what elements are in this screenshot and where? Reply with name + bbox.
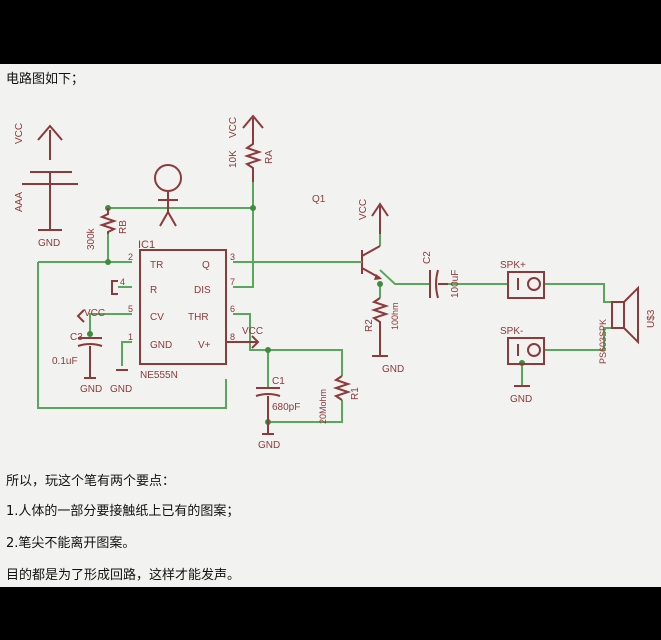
svg-text:GND: GND [110, 384, 132, 395]
svg-text:2: 2 [128, 252, 133, 262]
svg-text:C2: C2 [422, 251, 433, 264]
svg-text:8: 8 [230, 332, 235, 342]
svg-text:100hm: 100hm [390, 302, 400, 330]
svg-text:TR: TR [150, 260, 163, 271]
wire-feedback-loop [37, 262, 227, 409]
speaker-icon: PS603SPK U$3 [598, 285, 657, 364]
note-line-4: 目的都是为了形成回路，这样才能发声。 [6, 568, 241, 583]
capacitor-c1-resistor-r1: C1 680pF GND 20Mohm R1 [255, 375, 361, 451]
svg-text:THR: THR [188, 312, 209, 323]
svg-text:GND: GND [80, 384, 102, 395]
svg-text:7: 7 [230, 277, 235, 287]
person-icon [154, 164, 182, 227]
wire-node-r1 [268, 349, 343, 376]
svg-text:SPK+: SPK+ [500, 260, 526, 271]
wire-pin1-gnd [121, 341, 132, 366]
svg-text:C1: C1 [272, 376, 285, 387]
heading-text: 电路图如下； [6, 72, 85, 87]
svg-text:0.1uF: 0.1uF [52, 356, 78, 367]
svg-text:R: R [150, 285, 157, 296]
svg-text:C3: C3 [70, 332, 83, 343]
capacitor-c3: VCC C3 0.1uF GND GND [52, 308, 132, 395]
svg-text:5: 5 [128, 304, 133, 314]
svg-text:20Mohm: 20Mohm [318, 389, 328, 424]
wire-spkp-u3 [544, 283, 612, 303]
note-line-1: 所以，玩这个笔有两个要点： [6, 474, 176, 489]
wire-pin6 [233, 313, 268, 351]
wire-pin5-c3 [89, 313, 132, 334]
transistor-q1: Q1 VCC [312, 194, 389, 280]
wire-r1-bottom [268, 400, 343, 423]
svg-text:6: 6 [230, 304, 235, 314]
svg-text:SPK-: SPK- [500, 326, 523, 337]
screenshot-card: 电路图如下； [0, 64, 661, 587]
svg-text:Q1: Q1 [312, 194, 326, 205]
svg-text:680pF: 680pF [272, 402, 300, 413]
svg-text:10K: 10K [228, 150, 239, 168]
svg-text:PS603SPK: PS603SPK [598, 319, 608, 364]
svg-text:4: 4 [120, 277, 125, 287]
resistor-ra: VCC 10K RA [228, 114, 275, 182]
svg-text:IC1: IC1 [138, 239, 155, 251]
wires [37, 182, 612, 423]
note-line-3: 2.笔尖不能离开图案。 [6, 536, 136, 551]
wire-top-rail [108, 182, 254, 209]
vcc-label: VCC [14, 123, 25, 144]
svg-text:U$3: U$3 [646, 309, 657, 328]
wire-spkm-u3 [544, 327, 612, 351]
svg-text:VCC: VCC [358, 199, 369, 220]
svg-text:Q: Q [202, 260, 210, 271]
ic-ne555: IC1 TR Q R DIS CV THR GND V+ NE555N 2 3 … [111, 239, 263, 381]
svg-text:DIS: DIS [194, 285, 211, 296]
svg-text:VCC: VCC [84, 308, 105, 319]
battery: VCC AAA GND [14, 123, 78, 249]
svg-text:V+: V+ [198, 340, 211, 351]
resistor-rb: 300k RB [86, 208, 129, 250]
wire-ra-pin7 [233, 208, 254, 288]
svg-text:GND: GND [382, 364, 404, 375]
svg-text:3: 3 [230, 252, 235, 262]
svg-text:CV: CV [150, 312, 164, 323]
gnd-label: GND [38, 238, 60, 249]
circuit-schematic: VCC AAA GND 300k RB VCC 10K RA IC1 TR [14, 114, 657, 451]
svg-text:VCC: VCC [228, 117, 239, 138]
svg-text:VCC: VCC [242, 326, 263, 337]
note-line-2: 1.人体的一部分要接触纸上已有的图案； [6, 504, 240, 519]
capacitor-c2: C2 100uF [422, 251, 461, 299]
svg-text:300k: 300k [86, 227, 97, 250]
svg-text:GND: GND [258, 440, 280, 451]
svg-text:NE555N: NE555N [140, 370, 178, 381]
svg-text:1: 1 [128, 332, 133, 342]
svg-text:R2: R2 [364, 319, 375, 332]
svg-text:R1: R1 [350, 387, 361, 400]
svg-text:GND: GND [150, 340, 172, 351]
svg-text:GND: GND [510, 394, 532, 405]
svg-text:100uF: 100uF [450, 270, 461, 298]
aaa-label: AAA [14, 192, 25, 212]
svg-text:RA: RA [264, 150, 275, 164]
resistor-r2: R2 100hm GND [364, 297, 404, 375]
svg-text:RB: RB [118, 220, 129, 234]
speaker-terminals: SPK+ SPK- GND [500, 260, 545, 405]
wire-emitter-c2 [379, 269, 430, 285]
